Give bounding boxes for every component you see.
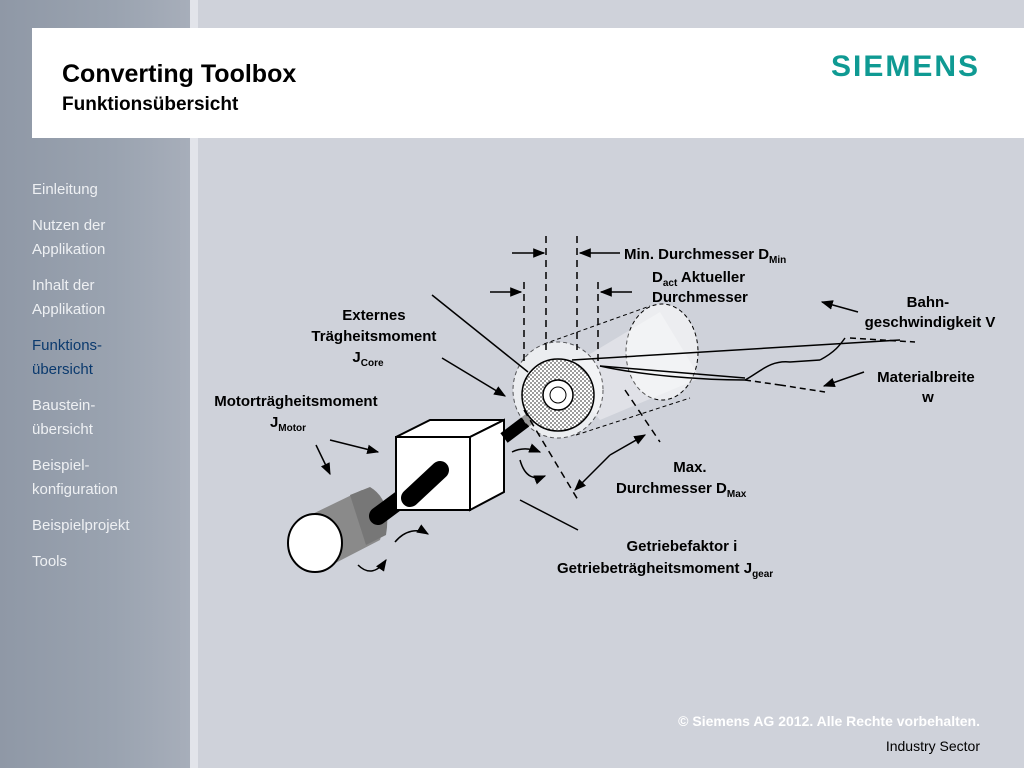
label-external-inertia: Externes Trägheitsmoment JCore — [311, 307, 440, 369]
page-title: Converting Toolbox — [62, 60, 297, 88]
footer-copyright: © Siemens AG 2012. Alle Rechte vorbehalt… — [678, 713, 980, 729]
winding-roll — [521, 358, 595, 432]
sidebar-item-inhalt[interactable]: Inhalt der Applikation — [32, 277, 106, 318]
sidebar-item-funktionsuebersicht[interactable]: Funktions- übersicht — [32, 337, 103, 378]
sidebar-item-einleitung[interactable]: Einleitung — [32, 181, 98, 198]
min-diameter-dimension — [512, 236, 620, 350]
sidebar-item-nutzen[interactable]: Nutzen der Applikation — [32, 217, 106, 258]
label-max-diameter: Max. Durchmesser DMax — [616, 459, 747, 500]
max-diameter-dimension — [523, 389, 661, 501]
leader-lines — [315, 294, 579, 572]
header: Converting Toolbox Funktionsübersicht SI… — [32, 28, 1024, 138]
label-min-diameter: Min. Durchmesser DMin — [624, 246, 786, 266]
label-gear: Getriebefaktor i Getriebeträgheitsmoment… — [557, 538, 773, 580]
siemens-logo: SIEMENS — [830, 50, 980, 83]
web-material — [571, 337, 916, 393]
page-subtitle: Funktionsübersicht — [62, 94, 239, 115]
label-web-speed: Bahn- geschwindigkeit V — [865, 294, 996, 331]
label-act-diameter: Dact Aktueller Durchmesser — [652, 269, 749, 306]
sidebar-item-beispielkonfiguration[interactable]: Beispiel- konfiguration — [32, 457, 118, 498]
winder-diagram: Min. Durchmesser DMin Dact Aktueller Dur… — [214, 236, 996, 580]
sidebar-divider — [190, 0, 198, 768]
sidebar-nav: Einleitung Nutzen der Applikation Inhalt… — [32, 178, 182, 586]
act-diameter-dimension — [490, 282, 632, 365]
sidebar-item-beispielprojekt[interactable]: Beispielprojekt — [32, 517, 130, 534]
sidebar-item-tools[interactable]: Tools — [32, 553, 68, 570]
label-material-width: Materialbreite w — [877, 369, 979, 406]
web-arrows — [820, 300, 865, 387]
motor — [287, 487, 388, 573]
footer-sector: Industry Sector — [885, 738, 980, 754]
sidebar-item-bausteinuebersicht[interactable]: Baustein- übersicht — [32, 397, 96, 438]
gearbox — [395, 418, 505, 512]
label-motor-inertia: Motorträgheitsmoment JMotor — [214, 393, 382, 434]
